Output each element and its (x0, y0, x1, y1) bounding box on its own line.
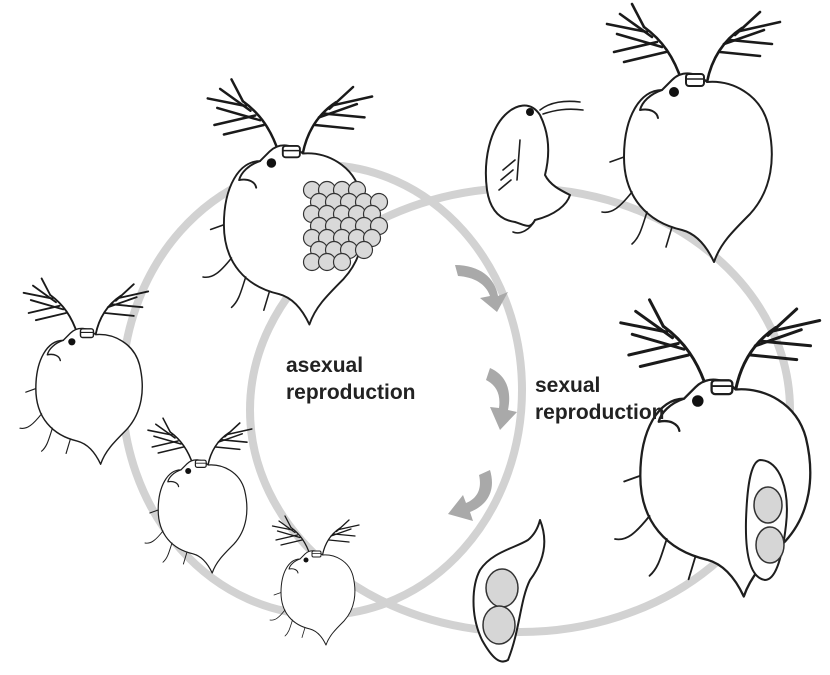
asexual-label-line1: asexual (286, 352, 416, 379)
asexual-label-line2: reproduction (286, 379, 416, 406)
asexual-egg-cluster (304, 182, 388, 271)
asexual-egg (334, 254, 351, 271)
sexual-reproduction-label: sexual reproduction (535, 372, 665, 426)
asexual-reproduction-label: asexual reproduction (286, 352, 416, 406)
ephippium-icon (474, 520, 545, 662)
cycle-arrow-icon (486, 368, 517, 430)
daphnia-female-icon (145, 418, 252, 573)
sexual-label-line2: reproduction (535, 399, 665, 426)
sexual-label-line1: sexual (535, 372, 665, 399)
asexual-egg (356, 242, 373, 259)
daphnia-female-icon (602, 4, 780, 262)
brood-pouch-resting-eggs (746, 460, 787, 580)
daphnia-male-icon (486, 101, 583, 233)
daphnia-female-with-resting-eggs-icon (615, 300, 820, 597)
daphnia-female-icon (270, 516, 359, 645)
